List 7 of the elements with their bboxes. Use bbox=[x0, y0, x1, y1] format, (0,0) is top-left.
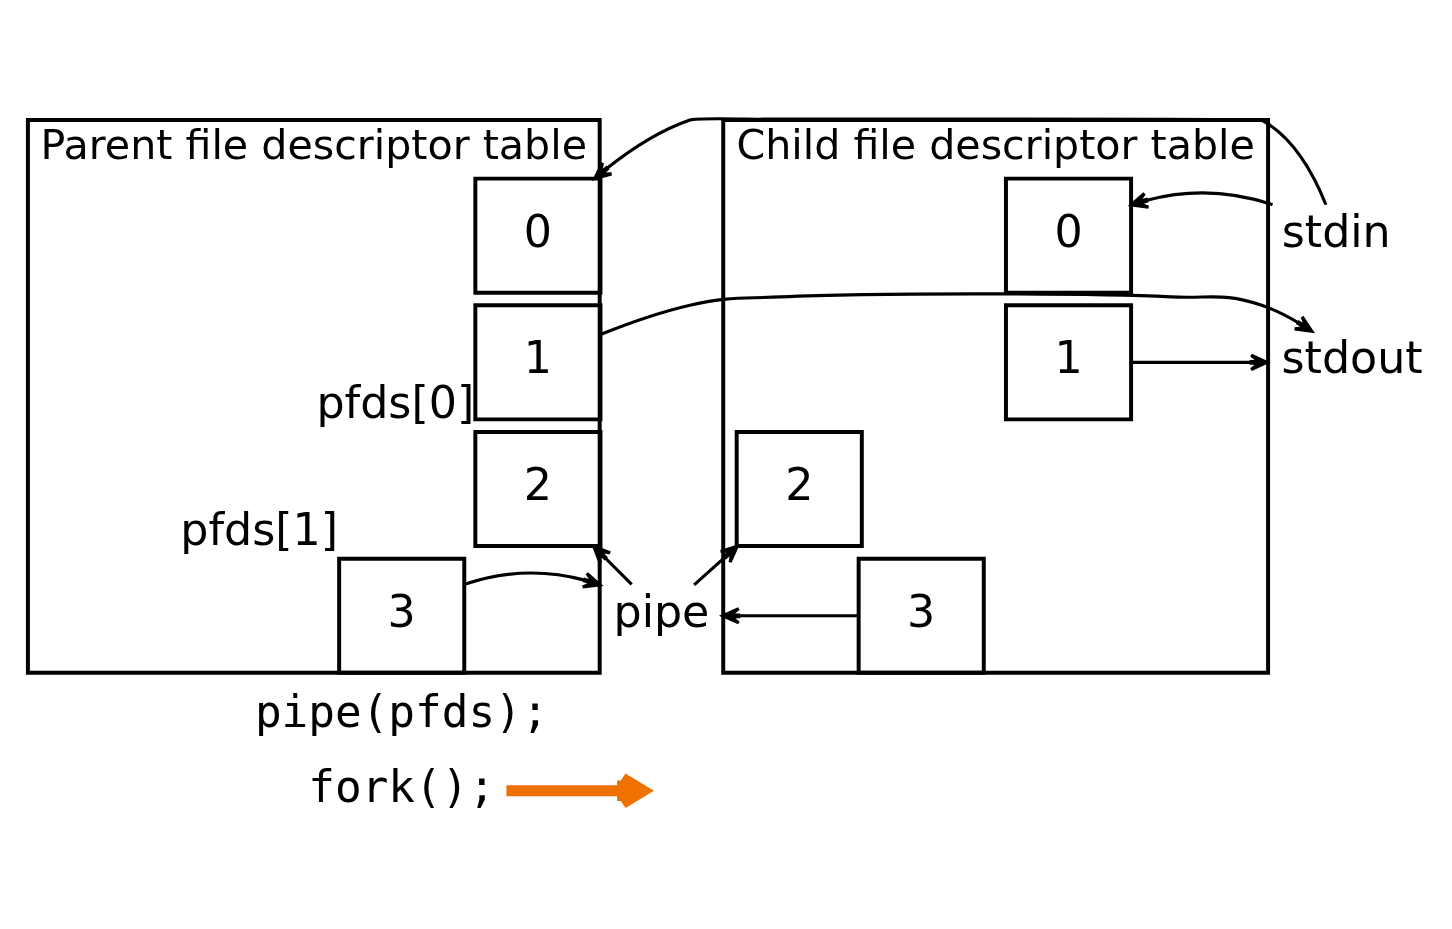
node-label: pfds[1] bbox=[180, 504, 339, 556]
node-text: pipe(pfds); bbox=[254, 686, 549, 738]
node-text: stdin bbox=[1281, 205, 1391, 257]
node-label: pfds[0] bbox=[316, 377, 475, 429]
node-text: fork(); bbox=[308, 760, 496, 812]
node-text: stdout bbox=[1281, 332, 1423, 384]
node-text: pipe bbox=[613, 585, 710, 637]
